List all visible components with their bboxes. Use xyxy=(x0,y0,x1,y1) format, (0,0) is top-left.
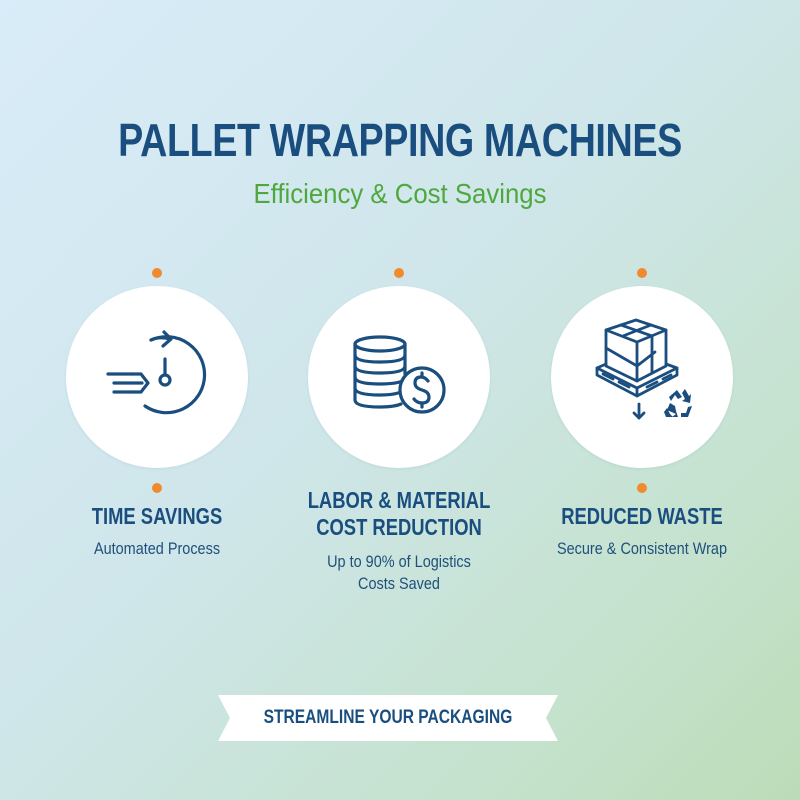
feature-icon-circle xyxy=(308,286,490,468)
pallet-recycle-icon xyxy=(595,318,692,420)
feature-description-line-2: Costs Saved xyxy=(358,574,440,593)
recycle-icon xyxy=(664,389,692,417)
orange-dot-bottom xyxy=(637,483,647,493)
feature-title: TIME SAVINGS xyxy=(91,503,223,529)
ribbon-shape xyxy=(218,695,558,741)
orange-dot-top xyxy=(637,268,647,278)
orange-dot-bottom xyxy=(152,483,162,493)
feature-description-line-1: Up to 90% of Logistics xyxy=(327,552,471,571)
feature-description: Automated Process xyxy=(93,539,221,558)
cta-banner: STREAMLINE YOUR PACKAGING xyxy=(218,695,558,741)
feature-title-line-2: COST REDUCTION xyxy=(316,514,482,540)
orange-dot-top xyxy=(394,268,404,278)
feature-title-line-1: LABOR & MATERIAL xyxy=(307,487,491,513)
feature-description: Secure & Consistent Wrap xyxy=(557,539,727,558)
page-subtitle: Efficiency & Cost Savings xyxy=(253,178,547,209)
feature-icon-circle xyxy=(66,286,248,468)
feature-title: REDUCED WASTE xyxy=(561,503,723,529)
cta-banner-label: STREAMLINE YOUR PACKAGING xyxy=(263,707,513,728)
coins-dollar-icon xyxy=(353,335,446,414)
orange-dot-top xyxy=(152,268,162,278)
feature-icon-circle xyxy=(551,286,733,468)
fast-clock-icon xyxy=(106,330,207,415)
page-title: PALLET WRAPPING MACHINES xyxy=(118,114,682,166)
